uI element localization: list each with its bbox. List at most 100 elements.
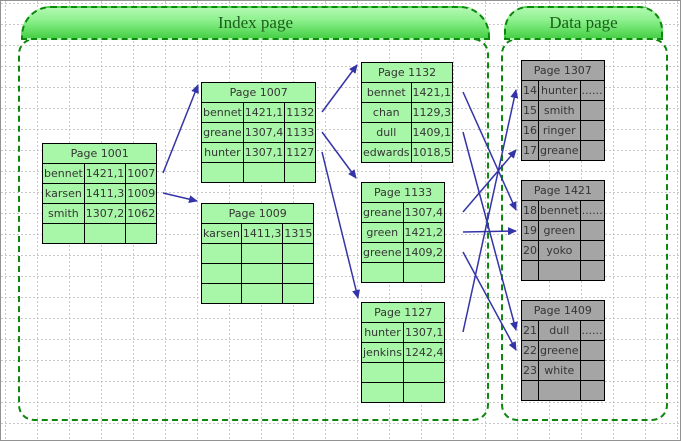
page-1001-cell-1-1: 1411,3 — [83, 183, 127, 204]
page-1409-cell-1-2 — [579, 340, 605, 361]
page-1409-cell-3-1 — [538, 380, 581, 401]
page-1007-row-3 — [201, 162, 317, 183]
page-1409-cell-2-2 — [579, 360, 605, 381]
page-1132-cell-2-1: 1409,1 — [410, 122, 454, 143]
page-1001-cell-2-2: 1062 — [125, 203, 158, 224]
page-1009-cell-1-0 — [201, 243, 242, 264]
page-1009-row-3 — [201, 283, 315, 304]
page-1133-cell-1-0: green — [361, 222, 404, 243]
page-1133-title: Page 1133 — [360, 182, 446, 203]
page-1009-cell-3-0 — [201, 283, 242, 304]
page-1009-cell-1-2 — [282, 243, 315, 264]
page-1421-cell-1-1: green — [538, 220, 581, 241]
page-1421-row-3 — [521, 260, 605, 281]
page-1133-cell-2-1: 1409,2 — [402, 242, 446, 263]
page-1009-row-1 — [201, 243, 315, 264]
page-1127-cell-3-0 — [361, 382, 404, 403]
page-1133-cell-0-0: greane — [361, 202, 404, 223]
page-1007-cell-1-0: greane — [201, 122, 244, 143]
page-1421-cell-2-0: 20 — [521, 240, 539, 261]
page-1409-cell-3-2 — [579, 380, 605, 401]
page-1307-cell-1-2 — [579, 100, 605, 121]
page-1409-title: Page 1409 — [521, 300, 605, 321]
page-1009-cell-2-2 — [282, 263, 315, 284]
page-1127-cell-2-0 — [361, 362, 404, 383]
page-1007-cell-3-0 — [201, 162, 244, 183]
page-1421-cell-0-2: ...... — [579, 200, 605, 221]
page-1009-cell-0-1: 1411,3 — [240, 223, 284, 244]
page-1007-cell-3-1 — [242, 162, 286, 183]
page-1132-cell-3-0: edwards — [361, 142, 412, 163]
page-1307-cell-1-1: smith — [538, 100, 581, 121]
page-1001-cell-2-0: smith — [42, 203, 85, 224]
page-1127-cell-1-1: 1242,4 — [402, 342, 446, 363]
page-1007-cell-0-2: 1132 — [284, 102, 317, 123]
page-1307-cell-0-1: hunter — [538, 80, 581, 101]
page-1133-cell-1-1: 1421,2 — [402, 222, 446, 243]
page-1409-cell-1-0: 22 — [521, 340, 539, 361]
page-1001-row-3 — [42, 223, 158, 244]
page-1421-cell-1-2 — [579, 220, 605, 241]
page-1001-cell-3-2 — [125, 223, 158, 244]
page-1409-cell-2-0: 23 — [521, 360, 539, 381]
page-1001-cell-3-0 — [42, 223, 85, 244]
page-1127-row-3 — [361, 382, 446, 403]
page-1009-cell-3-2 — [282, 283, 315, 304]
page-1409-cell-0-0: 21 — [521, 320, 539, 341]
index-page-header-tab: Index page — [21, 6, 490, 40]
page-1409-cell-3-0 — [521, 380, 539, 401]
page-1007-cell-1-2: 1133 — [284, 122, 317, 143]
page-1009-cell-1-1 — [240, 243, 284, 264]
page-1007-cell-2-1: 1307,1 — [242, 142, 286, 163]
page-1132-cell-0-0: bennet — [361, 82, 412, 103]
page-1307-cell-2-2 — [579, 120, 605, 141]
data-page-header-tab: Data page — [504, 6, 663, 40]
page-1001-cell-2-1: 1307,2 — [83, 203, 127, 224]
page-1127-cell-1-0: jenkins — [361, 342, 404, 363]
page-1132-cell-2-0: dull — [361, 122, 412, 143]
page-1009-cell-3-1 — [240, 283, 284, 304]
page-1307-title: Page 1307 — [521, 60, 605, 81]
page-1307-cell-3-1: greane — [538, 140, 581, 161]
page-1132-title: Page 1132 — [360, 62, 454, 83]
page-1307-cell-3-0: 17 — [521, 140, 539, 161]
page-1409-cell-1-1: greene — [538, 340, 581, 361]
page-1421-cell-3-2 — [579, 260, 605, 281]
page-1409-row-3 — [521, 380, 605, 401]
page-1307-cell-2-0: 16 — [521, 120, 539, 141]
page-1001-cell-0-0: bennet — [42, 163, 85, 184]
page-1409-cell-2-1: white — [538, 360, 581, 381]
page-1421-cell-0-0: 18 — [521, 200, 539, 221]
page-1132-cell-1-0: chan — [361, 102, 412, 123]
page-1009-cell-0-0: karsen — [201, 223, 242, 244]
page-1133-cell-3-0 — [361, 262, 404, 283]
page-1133-row-3 — [361, 262, 446, 283]
page-1001-cell-1-0: karsen — [42, 183, 85, 204]
page-1307-cell-0-2: ...... — [579, 80, 605, 101]
page-1421-title: Page 1421 — [521, 180, 605, 201]
page-1127-cell-0-1: 1307,1 — [402, 322, 446, 343]
page-1409-cell-0-1: dull — [538, 320, 581, 341]
